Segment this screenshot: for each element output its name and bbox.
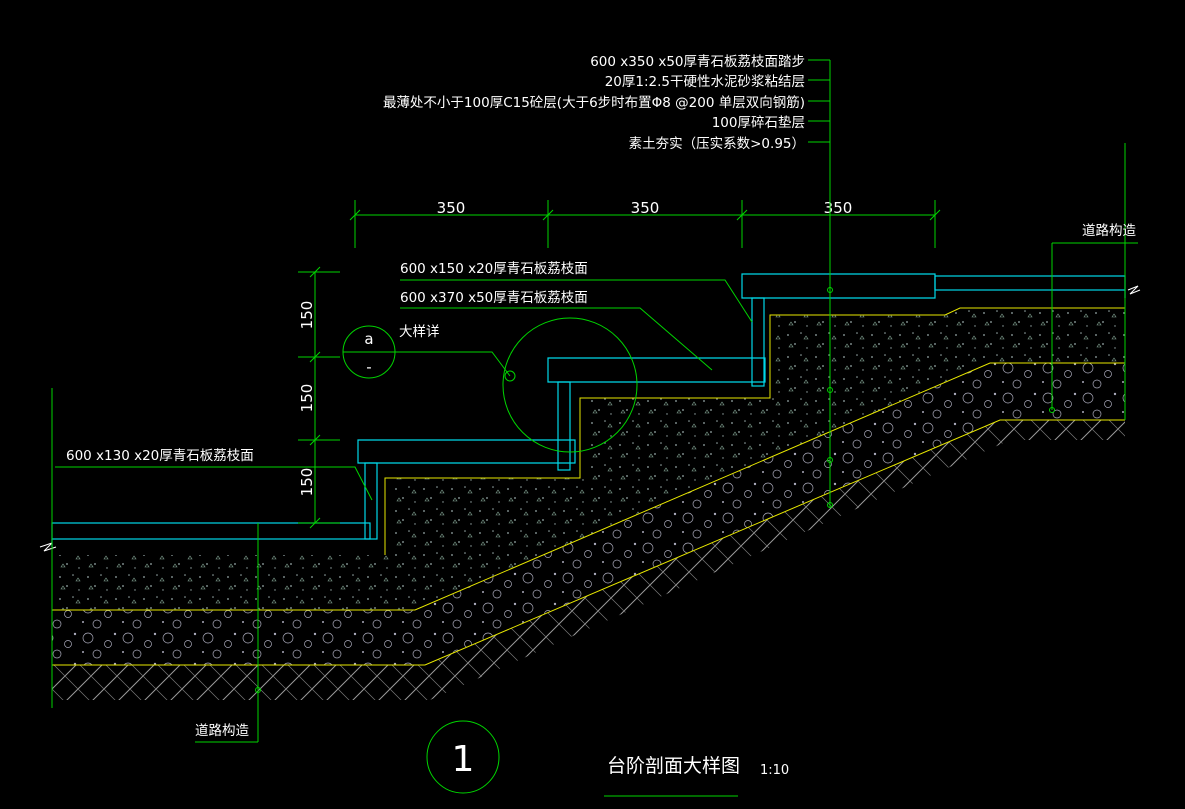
layer-note-5: 素土夯实（压实系数>0.95）	[629, 136, 805, 152]
tread-slab-leader	[400, 307, 713, 371]
bottom-cover-leader	[55, 466, 373, 501]
gravel-layer	[52, 363, 1125, 665]
layer-note-3: 最薄处不小于100厚C15砼层(大于6步时布置Φ8 @200 单层双向钢筋)	[383, 94, 805, 111]
break-mark-left	[39, 542, 57, 552]
top-cover-slab	[934, 275, 1126, 291]
tread-slab-1	[357, 439, 576, 464]
tread-dim-3: 350	[824, 199, 853, 217]
tread-slab-3	[741, 273, 936, 299]
bottom-cover-slab	[51, 522, 371, 540]
tread-dim-1: 350	[437, 199, 466, 217]
road-label-left: 道路构造	[195, 723, 249, 739]
tread-slab-2	[547, 357, 766, 383]
detail-letter: a	[364, 330, 373, 348]
soil-layer	[52, 420, 1125, 700]
riser-dim-3: 150	[298, 468, 316, 497]
tread-dim-2: 350	[631, 199, 660, 217]
title-text: 台阶剖面大样图	[607, 755, 740, 777]
gravel-top-line	[52, 362, 1125, 611]
detail-callout-label: 大样详	[399, 324, 440, 340]
riser-dimensions: 150 150 150	[298, 266, 340, 529]
concrete-layer	[52, 308, 1125, 610]
tread-dimensions: 350 350 350	[349, 199, 941, 248]
road-marker-right: 道路构造	[1049, 143, 1138, 420]
riser-slab-1	[364, 462, 378, 540]
road-label-right: 道路构造	[1082, 223, 1136, 239]
tread-slab-label: 600 x370 x50厚青石板荔枝面	[400, 290, 588, 306]
soil-top-line	[52, 419, 1125, 666]
riser-dim-2: 150	[298, 384, 316, 413]
layer-notes: 600 x350 x50厚青石板荔枝面踏步 20厚1:2.5干硬性水泥砂浆粘结层…	[383, 54, 805, 152]
title-number: 1	[452, 739, 475, 780]
riser-dim-1: 150	[298, 301, 316, 330]
title-scale: 1:10	[760, 763, 789, 778]
riser-slab-2	[557, 381, 571, 471]
layer-note-1: 600 x350 x50厚青石板荔枝面踏步	[590, 54, 805, 70]
break-mark-right	[1127, 285, 1141, 295]
detail-callout: a - 大样详	[342, 317, 638, 453]
top-cover-leader	[400, 279, 753, 323]
bottom-cover-label: 600 x130 x20厚青石板荔枝面	[66, 448, 254, 464]
layer-note-4: 100厚碎石垫层	[712, 115, 805, 131]
mortar-line	[384, 307, 1125, 555]
detail-dash: -	[366, 358, 371, 376]
riser-slab-3	[751, 297, 765, 387]
title-block: 1 台阶剖面大样图 1:10	[426, 720, 789, 797]
road-marker-left: 道路构造	[51, 388, 261, 743]
layer-note-2: 20厚1:2.5干硬性水泥砂浆粘结层	[605, 74, 805, 90]
layer-note-leader	[808, 59, 833, 508]
top-cover-label: 600 x150 x20厚青石板荔枝面	[400, 261, 588, 277]
